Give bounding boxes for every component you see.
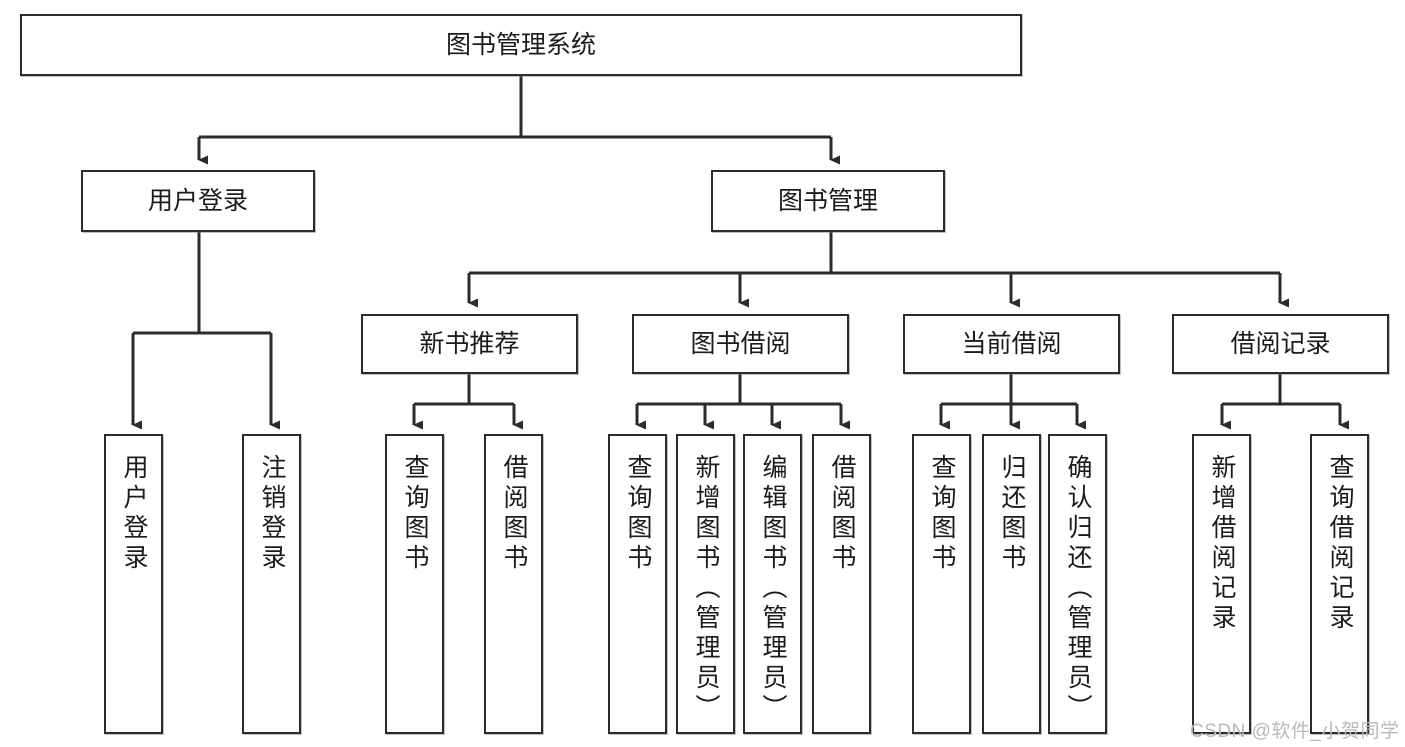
node-label: 新书推荐 (419, 329, 520, 358)
node-label: 查询图书 (401, 454, 429, 574)
node-label: 借阅记录 (1230, 329, 1331, 358)
node-label: 图书管理系统 (445, 30, 596, 59)
node-label: 查询借阅记录 (1326, 454, 1354, 634)
node-label: 查询图书 (928, 454, 956, 574)
node-label: 当前借阅 (961, 329, 1062, 358)
node-root-system[interactable]: 图书管理系统 (20, 14, 1022, 76)
node-user-login[interactable]: 用户登录 (81, 170, 315, 232)
node-label: 注销登录 (258, 454, 286, 574)
node-label: 确认归还（管理员） (1064, 454, 1092, 724)
node-label: 用户登录 (120, 454, 148, 574)
node-current-borrowing[interactable]: 当前借阅 (903, 314, 1120, 374)
leaf-borrow-book-recommend[interactable]: 借阅图书 (484, 434, 543, 734)
leaf-query-borrow-record[interactable]: 查询借阅记录 (1310, 434, 1369, 734)
node-label: 用户登录 (147, 186, 248, 215)
node-new-book-recommendation[interactable]: 新书推荐 (361, 314, 578, 374)
node-label: 归还图书 (998, 454, 1026, 574)
node-book-borrowing[interactable]: 图书借阅 (632, 314, 849, 374)
leaf-add-borrow-record[interactable]: 新增借阅记录 (1192, 434, 1251, 734)
node-label: 借阅图书 (500, 454, 528, 574)
leaf-user-login[interactable]: 用户登录 (104, 434, 163, 734)
node-label: 图书管理 (777, 186, 878, 215)
node-borrowing-records[interactable]: 借阅记录 (1172, 314, 1389, 374)
watermark-text: CSDN @软件_小贺同学 (1190, 721, 1400, 742)
node-label: 查询图书 (624, 454, 652, 574)
leaf-add-book-admin[interactable]: 新增图书（管理员） (676, 434, 735, 734)
leaf-query-book-recommend[interactable]: 查询图书 (385, 434, 444, 734)
leaf-confirm-return-admin[interactable]: 确认归还（管理员） (1048, 434, 1107, 734)
node-label: 图书借阅 (690, 329, 791, 358)
leaf-edit-book-admin[interactable]: 编辑图书（管理员） (743, 434, 802, 734)
leaf-return-book[interactable]: 归还图书 (982, 434, 1041, 734)
node-label: 借阅图书 (828, 454, 856, 574)
node-label: 编辑图书（管理员） (759, 454, 787, 724)
leaf-query-book-current[interactable]: 查询图书 (912, 434, 971, 734)
node-label: 新增图书（管理员） (692, 454, 720, 724)
leaf-logout[interactable]: 注销登录 (242, 434, 301, 734)
node-book-management[interactable]: 图书管理 (711, 170, 945, 232)
leaf-query-book-borrowing[interactable]: 查询图书 (608, 434, 667, 734)
node-label: 新增借阅记录 (1208, 454, 1236, 634)
leaf-borrow-book-borrowing[interactable]: 借阅图书 (812, 434, 871, 734)
